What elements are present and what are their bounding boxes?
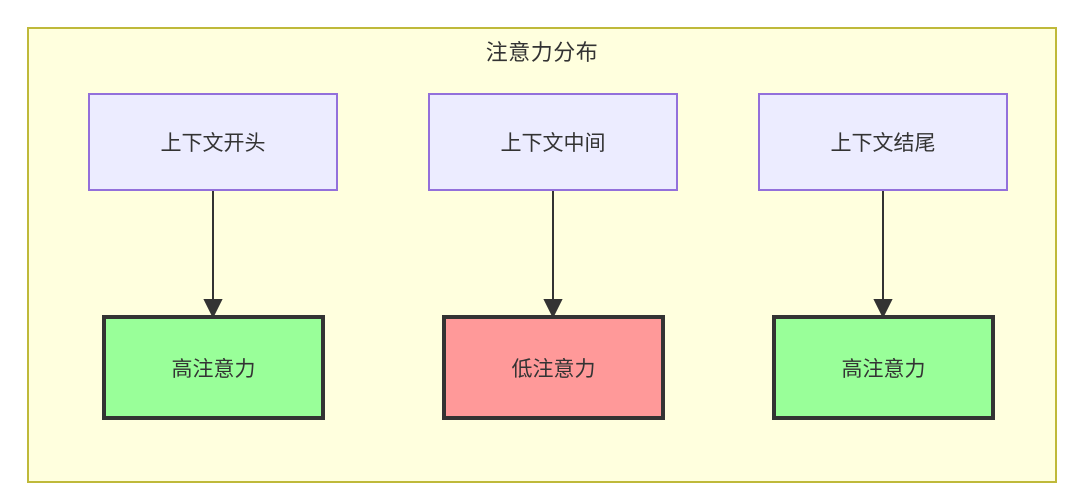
- node-context-start[interactable]: 上下文开头: [88, 93, 338, 191]
- page-title: 注意力分布: [485, 41, 599, 66]
- node-high-attention-end-label: 高注意力: [841, 356, 926, 381]
- node-context-middle-label: 上下文中间: [500, 131, 606, 155]
- node-high-attention-start[interactable]: 高注意力: [102, 315, 325, 420]
- node-context-middle[interactable]: 上下文中间: [428, 93, 678, 191]
- node-high-attention-end[interactable]: 高注意力: [772, 315, 995, 420]
- node-context-end[interactable]: 上下文结尾: [758, 93, 1008, 191]
- node-context-end-label: 上下文结尾: [830, 131, 936, 155]
- node-context-start-label: 上下文开头: [160, 131, 266, 155]
- node-high-attention-start-label: 高注意力: [171, 356, 256, 381]
- node-low-attention-middle[interactable]: 低注意力: [442, 315, 665, 420]
- node-low-attention-middle-label: 低注意力: [511, 356, 596, 381]
